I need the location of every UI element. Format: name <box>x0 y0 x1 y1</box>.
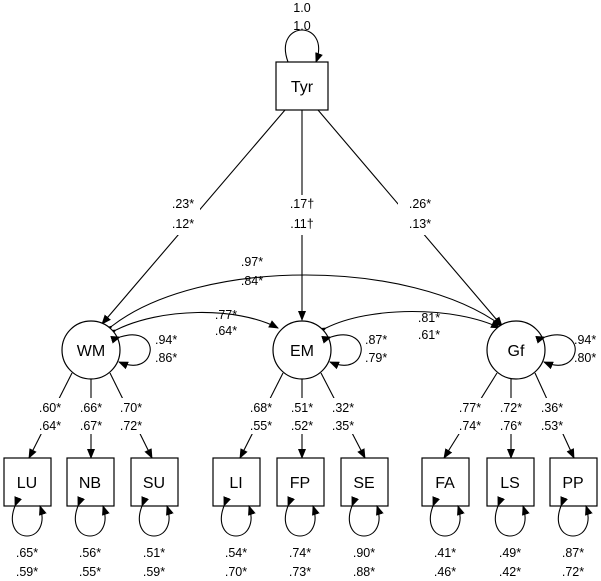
path-tyr-em-2: .11† <box>290 217 313 231</box>
residual-nb-loop <box>74 496 110 537</box>
residual-pp-2: .72* <box>562 565 584 579</box>
path-tyr-em-1: .17† <box>290 197 314 211</box>
loading-fa-2: .74* <box>459 419 481 433</box>
node-em-label: EM <box>290 343 314 360</box>
loading-se-2: .35* <box>332 419 354 433</box>
loading-nb-1: .66* <box>80 401 102 415</box>
node-su-label: SU <box>143 475 165 492</box>
loading-lu-2: .64* <box>39 419 61 433</box>
residual-wm-2: .86* <box>155 351 177 365</box>
residual-se-1: .90* <box>353 546 375 560</box>
residual-nb-2: .55* <box>79 565 101 579</box>
loading-pp-2: .53* <box>541 419 563 433</box>
residual-ls-loop <box>494 496 530 537</box>
cov-wm-gf <box>102 274 503 335</box>
tyr-variance-1: 1.0 <box>293 1 310 15</box>
residual-em-1: .87* <box>365 333 387 347</box>
loading-ls-1: .72* <box>500 401 522 415</box>
residual-lu-loop <box>11 496 47 537</box>
node-fp-label: FP <box>290 475 310 492</box>
node-wm-label: WM <box>77 343 105 360</box>
residual-li-1: .54* <box>225 546 247 560</box>
node-tyr-label: Tyr <box>291 79 314 96</box>
residual-pp-1: .87* <box>562 546 584 560</box>
residual-gf-1: .94* <box>574 333 596 347</box>
residual-fa-loop <box>429 496 465 537</box>
loading-lu-1: .60* <box>39 401 61 415</box>
residual-su-loop <box>138 496 174 537</box>
node-lu-label: LU <box>17 475 37 492</box>
tyr-variance-arrow <box>284 29 323 72</box>
loading-ls-2: .76* <box>500 419 522 433</box>
cov-wm-em-1: .77* <box>215 308 237 322</box>
path-tyr-gf-2: .13* <box>409 217 431 231</box>
residual-se-loop <box>348 496 384 537</box>
residual-ls-1: .49* <box>499 546 521 560</box>
residual-wm-loop <box>110 334 151 370</box>
residual-fa-2: .46* <box>434 565 456 579</box>
cov-em-gf-1: .81* <box>418 311 440 325</box>
cov-wm-gf-1: .97* <box>241 255 263 269</box>
residual-se-2: .88* <box>353 565 375 579</box>
loading-su-1: .70* <box>120 401 142 415</box>
cov-wm-em-2: .64* <box>215 324 237 338</box>
node-nb-label: NB <box>79 475 101 492</box>
cov-em-gf-2: .61* <box>418 328 440 342</box>
cov-wm-gf-2: .84* <box>241 274 263 288</box>
residual-gf-2: .80* <box>574 351 596 365</box>
node-fa-label: FA <box>435 475 455 492</box>
loading-li-1: .68* <box>250 401 272 415</box>
loading-li-2: .55* <box>250 419 272 433</box>
path-tyr-gf-1: .26* <box>409 197 431 211</box>
loading-fp-2: .52* <box>291 419 313 433</box>
node-se-label: SE <box>353 475 374 492</box>
path-tyr-wm-2: .12* <box>172 217 194 231</box>
residual-nb-1: .56* <box>79 546 101 560</box>
residual-fp-loop <box>284 496 320 537</box>
loading-se-1: .32* <box>332 401 354 415</box>
residual-gf-loop <box>535 334 576 370</box>
node-ls-label: LS <box>500 475 520 492</box>
residual-ls-2: .42* <box>499 565 521 579</box>
residual-li-2: .70* <box>225 565 247 579</box>
residual-em-loop <box>321 334 362 370</box>
loading-su-2: .72* <box>120 419 142 433</box>
residual-wm-1: .94* <box>155 333 177 347</box>
residual-lu-1: .65* <box>16 546 38 560</box>
cov-wm-em <box>106 311 279 338</box>
cov-em-gf <box>316 310 501 336</box>
residual-em-2: .79* <box>365 351 387 365</box>
node-tyr <box>275 61 329 111</box>
node-li-label: LI <box>229 475 242 492</box>
residual-lu-2: .59* <box>16 565 38 579</box>
node-gf-label: Gf <box>508 343 525 360</box>
loading-fa-1: .77* <box>459 401 481 415</box>
node-pp-label: PP <box>562 475 583 492</box>
residual-pp-loop <box>557 496 593 537</box>
loading-pp-1: .36* <box>541 401 563 415</box>
path-tyr-wm-1: .23* <box>172 197 194 211</box>
loading-fp-1: .51* <box>291 401 313 415</box>
residual-fp-1: .74* <box>289 546 311 560</box>
loading-nb-2: .67* <box>80 419 102 433</box>
tyr-variance-2: 1.0 <box>293 19 310 33</box>
residual-su-2: .59* <box>143 565 165 579</box>
residual-li-loop <box>220 496 256 537</box>
residual-fp-2: .73* <box>289 565 311 579</box>
residual-fa-1: .41* <box>434 546 456 560</box>
residual-su-1: .51* <box>143 546 165 560</box>
